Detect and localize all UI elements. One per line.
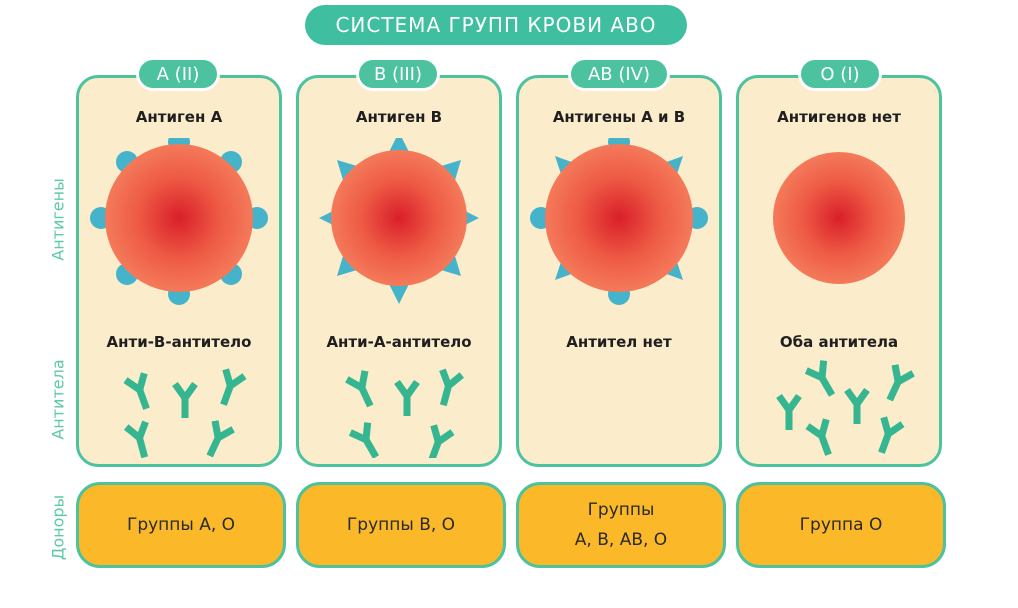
antigen-title: Антигены А и В [552,108,686,126]
antigen-title: Антиген А [135,108,223,126]
antibody-title: Антител нет [566,333,672,351]
donor-text-line-1: Группы [587,500,655,520]
donor-text: Группы В, О [346,515,456,535]
red-cell-no-antigens-icon [773,152,905,284]
group-card-b: Антиген В Анти-А-антитело [296,75,502,467]
group-card-o: Антигенов нет Оба антитела [736,75,942,467]
donor-text-line-2: А, В, АВ, О [574,530,668,550]
red-cell-with-antigen-b-icon [319,138,479,304]
group-tag-o: O (I) [798,57,882,91]
group-tag-a: A (II) [136,57,220,91]
group-card-a: Антиген А Анти-В-антитело [76,75,282,467]
side-label-donors: Доноры [48,494,68,561]
red-cell-with-antigen-a-icon [90,138,268,305]
red-cell-with-antigens-a-and-b-icon [530,138,708,305]
group-tag-b: B (III) [356,57,440,91]
donor-box-b: Группы В, О [296,482,506,568]
donor-box-a: Группы А, О [76,482,286,568]
antigen-title: Антигенов нет [777,108,901,126]
donor-box-ab: Группы А, В, АВ, О [516,482,726,568]
antibody-title: Анти-А-антитело [326,333,472,351]
both-antibodies-icon [776,360,915,456]
donor-text: Группа О [799,515,883,535]
donor-text: Группы А, О [126,515,236,535]
antibody-title: Оба антитела [779,333,899,351]
group-card-ab: Антигены А и В Антител нет [516,75,722,467]
diagram-title: СИСТЕМА ГРУПП КРОВИ АВО [305,5,687,45]
antibody-title: Анти-В-антитело [106,333,252,351]
donor-box-o: Группа О [736,482,946,568]
anti-b-antibodies-icon [123,368,247,458]
anti-a-antibodies-icon [345,368,464,458]
antigen-title: Антиген В [355,108,443,126]
group-tag-ab: AB (IV) [568,57,670,91]
side-label-antigens: Антигены [48,178,68,261]
